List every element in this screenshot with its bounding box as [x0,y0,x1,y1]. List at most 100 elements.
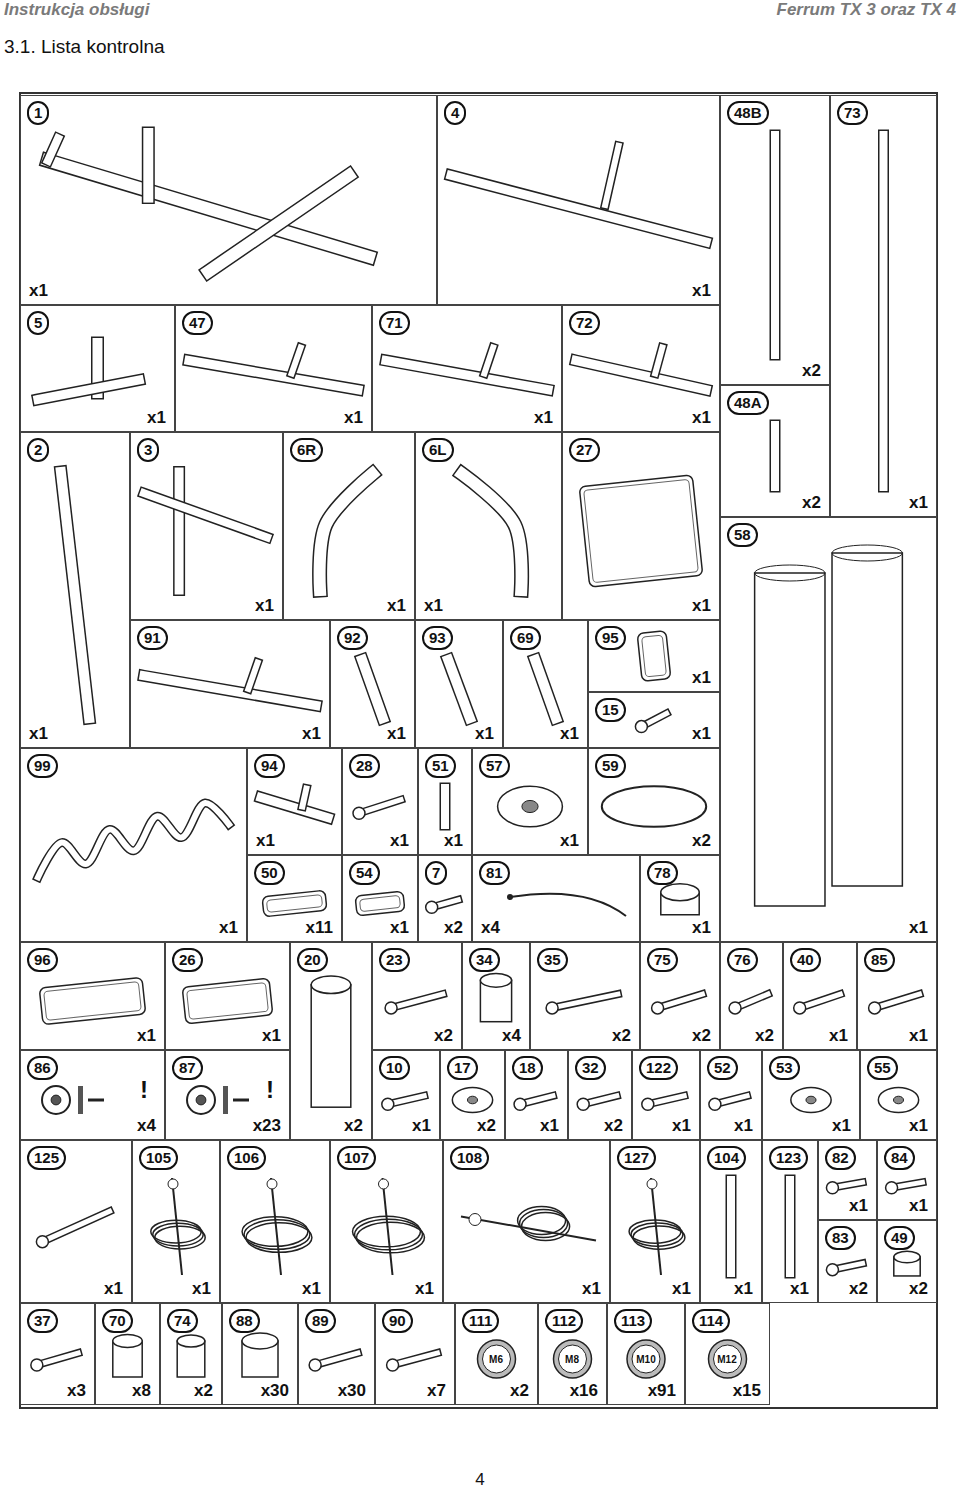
part-drawing [386,348,548,390]
quantity: x1 [908,918,929,938]
tube-body [362,660,383,718]
tube-outline [770,135,781,355]
quantity: x2 [848,1279,869,1299]
callout-number: 78 [647,861,678,885]
tube-body [786,1180,794,1273]
cable-end [271,1178,281,1275]
quantity: x16 [569,1381,599,1401]
pad-group [579,475,703,587]
washer-inner [467,1096,477,1104]
cylinder-top [894,1251,920,1263]
pad-group [355,891,405,916]
part-head [642,1098,654,1110]
tube-body [248,663,257,689]
pad-inner [359,895,400,911]
part-head [546,1002,558,1014]
tube-body [451,175,706,242]
part-cell: 81x4 [472,855,640,942]
part-drawing [709,1340,747,1378]
plate-edge [78,1086,83,1114]
tube-body [208,175,348,271]
cable-coil [522,1213,570,1241]
cable-ball [379,1179,389,1189]
callout-number: 112 [545,1309,583,1333]
part-cell: 20x2 [290,942,372,1140]
washer-inner [714,1345,742,1373]
quantity: x4 [480,918,501,938]
quantity: x1 [671,1279,692,1299]
part-cell: 90x7 [375,1303,455,1405]
part-cell: 91x1 [130,620,330,748]
part-drawing [387,1353,438,1371]
tube-body [320,474,373,590]
quantity: x1 [389,918,410,938]
part-cell: 99x1 [20,748,247,942]
tube-body [441,788,449,825]
part-cell: 94x1 [247,748,342,855]
tube-body [535,660,556,718]
cylinder-top [311,976,351,993]
part-drawing [602,786,706,827]
part-drawing [478,1340,516,1378]
tube-outline [48,138,58,160]
part-head [729,1002,741,1014]
callout-number: 69 [510,626,541,650]
part-cell: 76x2 [720,942,783,1050]
part-drawing [790,1180,791,1273]
part-cell: 48Bx2 [720,95,830,385]
wire [510,894,626,916]
callout-number: 76 [727,948,758,972]
quantity: x2 [611,1026,632,1046]
part-head [36,1236,48,1248]
tube-outline [462,474,521,590]
callout-number: 50 [254,861,285,885]
callout-number: 18 [512,1056,543,1080]
part-head [869,1002,881,1014]
quantity: x1 [831,1116,852,1136]
warning-mark: ! [140,1076,148,1104]
part-drawing [514,1096,553,1110]
callout-number: 71 [379,311,410,335]
quantity: x30 [260,1381,290,1401]
tube-body [38,803,229,877]
tube-outline [878,135,889,487]
tube-outline [144,676,316,706]
tube-body [302,789,306,807]
tube-outline [208,175,348,271]
callout-number: 99 [27,754,58,778]
part-drawing [462,474,521,590]
washer-outer [452,1087,492,1112]
callout-number: 105 [139,1146,178,1170]
quantity: x2 [691,831,712,851]
cable-ball [168,1179,178,1189]
quantity: x2 [443,918,464,938]
tube-outline [362,660,383,718]
quantity: x1 [828,1026,849,1046]
part-cell: 52x1 [700,1050,762,1140]
cable-ball [469,1214,481,1226]
tube-body [386,361,548,390]
tube-body [655,348,662,374]
quantity: x7 [426,1381,447,1401]
tube-outline [142,133,155,198]
quantity: x8 [131,1381,152,1401]
callout-number: 3 [137,438,159,462]
quantity: x1 [733,1116,754,1136]
cable-ball [267,1179,277,1189]
part-drawing [826,1263,862,1275]
tube-body [38,380,139,400]
part-drawing [144,472,267,590]
quantity: x1 [136,1026,157,1046]
part-drawing [38,343,139,400]
cable-end [383,1178,393,1275]
part-cell: 51x1 [418,748,472,855]
quantity: x1 [533,408,554,428]
callout-number: 107 [337,1146,376,1170]
part-drawing [883,135,884,487]
part-cell: 32x2 [568,1050,632,1140]
cover-rim [755,565,825,581]
callout-number: 74 [167,1309,198,1333]
section-title: 3.1. Lista kontrolna [4,36,165,58]
tube-body [144,676,316,706]
part-cell: 28x1 [342,748,418,855]
